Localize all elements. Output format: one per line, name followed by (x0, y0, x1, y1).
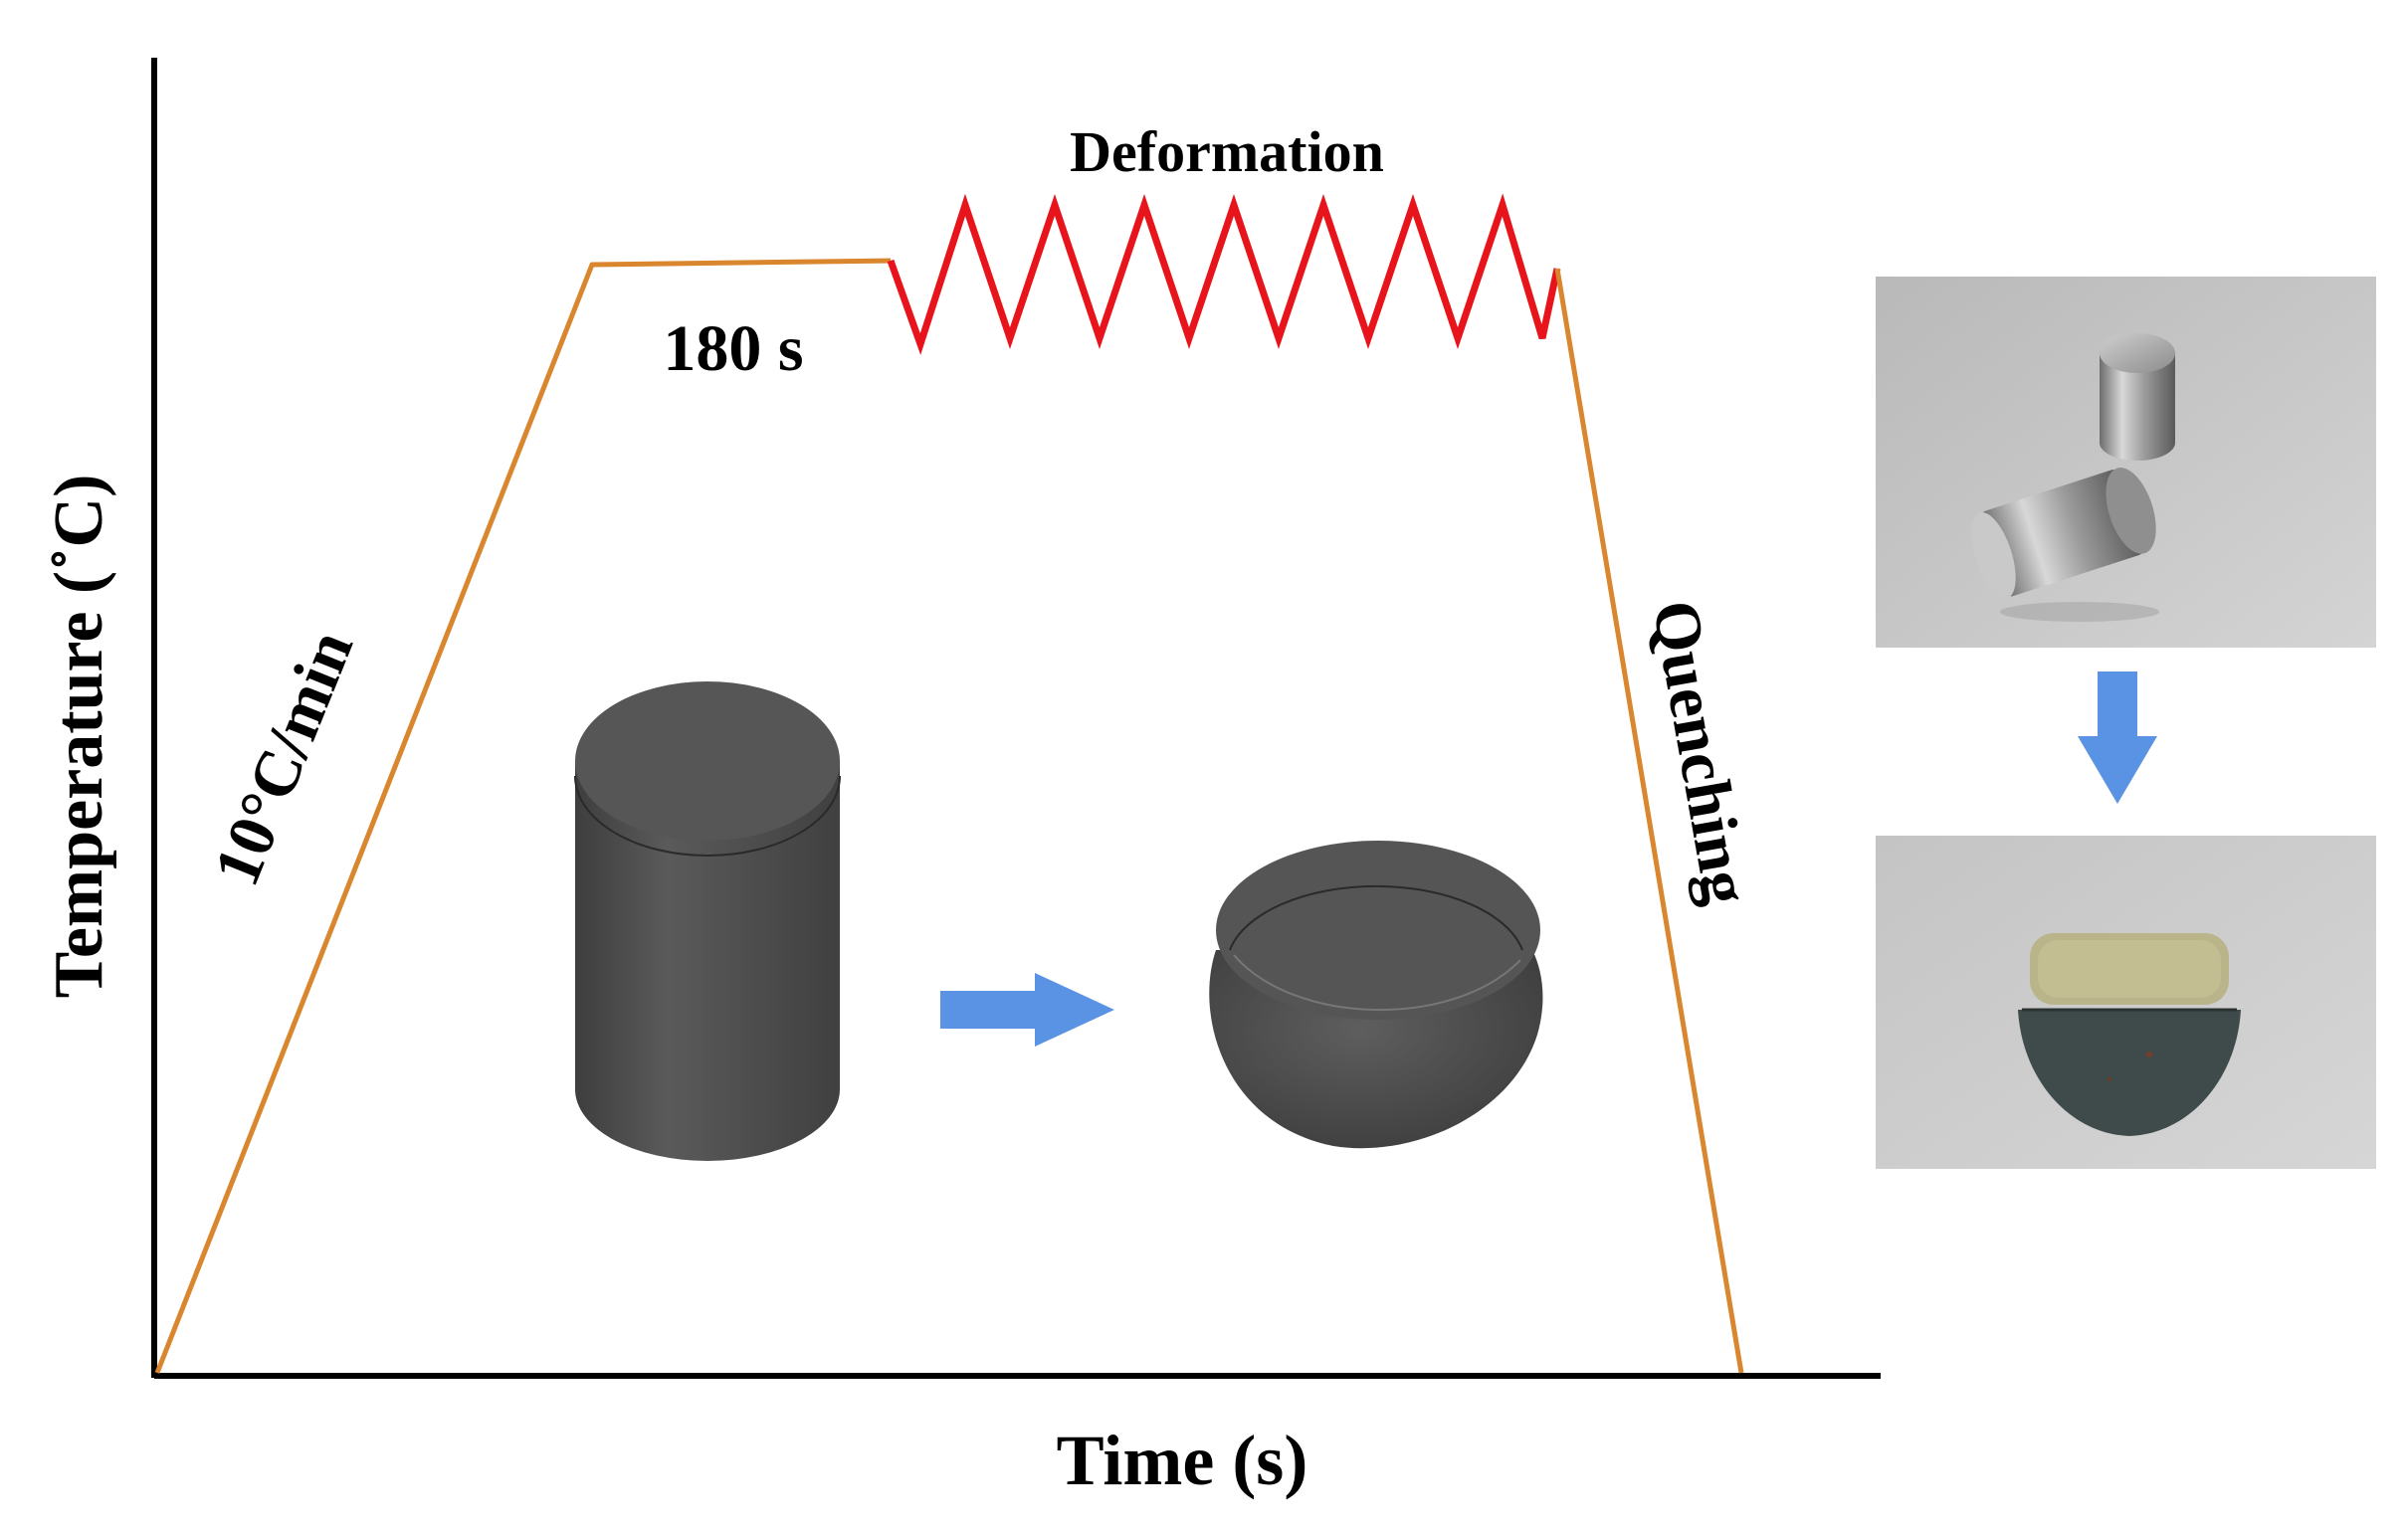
photo-original-specimens (1876, 277, 2376, 648)
heating-ramp-line (154, 258, 892, 1374)
hold-time-label: 180 s (663, 312, 803, 385)
heating-rate-label: 10°C/min (200, 621, 367, 895)
x-axis-label: Time (s) (1057, 1421, 1308, 1500)
cylinder-specimen-icon (574, 681, 841, 1161)
deformation-label: Deformation (1070, 119, 1384, 184)
arrow-right-icon (940, 973, 1114, 1047)
y-axis-label: Temperature (˚C) (41, 475, 117, 999)
deformation-zigzag (887, 193, 1561, 355)
quench-line (1554, 268, 1744, 1374)
photo-sectioned-specimen (1876, 836, 2376, 1169)
compressed-specimen-icon (1209, 841, 1543, 1149)
arrow-down-icon (2078, 671, 2157, 804)
